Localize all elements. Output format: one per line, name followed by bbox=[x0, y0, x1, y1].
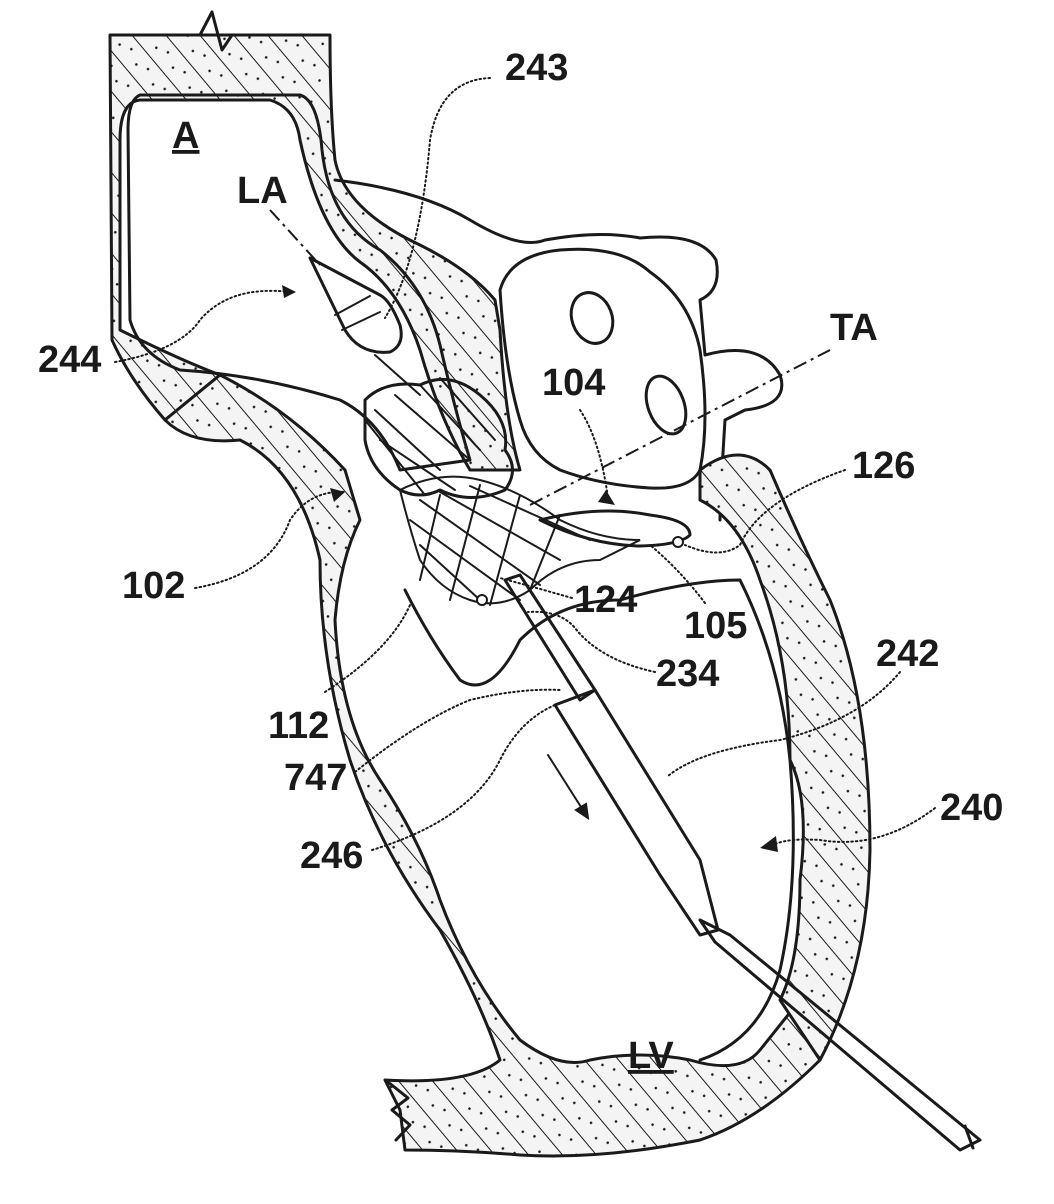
ta-axis-label: TA bbox=[830, 307, 878, 349]
leader-102 bbox=[194, 490, 346, 589]
leader-234 bbox=[527, 610, 656, 673]
leader-747 bbox=[354, 688, 561, 773]
implant-struts bbox=[364, 377, 496, 496]
ref-104: 104 bbox=[542, 362, 605, 404]
ventricle-cavity-edge bbox=[403, 578, 795, 1062]
leader-244 bbox=[114, 289, 291, 363]
leader-112 bbox=[324, 604, 411, 693]
ref-126: 126 bbox=[852, 445, 915, 487]
ref-105: 105 bbox=[684, 605, 747, 647]
leader-126 bbox=[684, 469, 846, 554]
implant-hook bbox=[476, 594, 488, 606]
catheter-tail-end bbox=[963, 1124, 975, 1150]
leader-105 bbox=[649, 544, 706, 604]
vessel-ostium-lower bbox=[644, 374, 688, 436]
left-ventricle-label: LV bbox=[628, 1035, 674, 1077]
atrium-appendage bbox=[498, 247, 707, 490]
ventricle-right-wall bbox=[698, 453, 872, 1062]
apex-break-mark bbox=[386, 1080, 412, 1142]
ref-242: 242 bbox=[876, 633, 939, 675]
aorta-wall bbox=[108, 33, 522, 472]
leader-246 bbox=[371, 704, 556, 851]
delivery-nose-cone bbox=[308, 256, 403, 354]
ref-244: 244 bbox=[38, 339, 101, 381]
leader-242 bbox=[667, 671, 901, 777]
ref-747: 747 bbox=[284, 757, 347, 799]
aorta-break-mark bbox=[198, 10, 234, 52]
ref-234: 234 bbox=[656, 653, 719, 695]
ref-124: 124 bbox=[574, 579, 637, 621]
guidewire-upper bbox=[374, 354, 421, 396]
atrium-outline bbox=[333, 178, 784, 522]
arrow-240 bbox=[760, 836, 778, 852]
ref-246: 246 bbox=[300, 835, 363, 877]
transverse-axis-line bbox=[529, 349, 831, 506]
leader-243 bbox=[384, 77, 491, 319]
implant-mesh bbox=[398, 475, 641, 606]
longitudinal-axis-line bbox=[269, 209, 321, 266]
implant-leaflet bbox=[538, 509, 692, 548]
ref-102: 102 bbox=[122, 565, 185, 607]
ref-112: 112 bbox=[268, 705, 329, 747]
catheter-tail bbox=[698, 918, 982, 1152]
arrow-104 bbox=[598, 490, 615, 505]
ref-240: 240 bbox=[940, 787, 1003, 829]
leader-240 bbox=[774, 807, 936, 845]
leader-104 bbox=[579, 409, 609, 499]
ref-243: 243 bbox=[505, 47, 568, 89]
implant-tip-marker bbox=[672, 536, 684, 548]
ventricle-left-wall bbox=[163, 373, 822, 1158]
leader-124 bbox=[499, 577, 573, 599]
aorta-label: A bbox=[172, 115, 199, 157]
la-axis-label: LA bbox=[237, 170, 288, 212]
nose-cone-band bbox=[334, 295, 381, 331]
flow-arrowhead bbox=[574, 802, 590, 821]
vessel-ostium-upper bbox=[569, 291, 615, 345]
